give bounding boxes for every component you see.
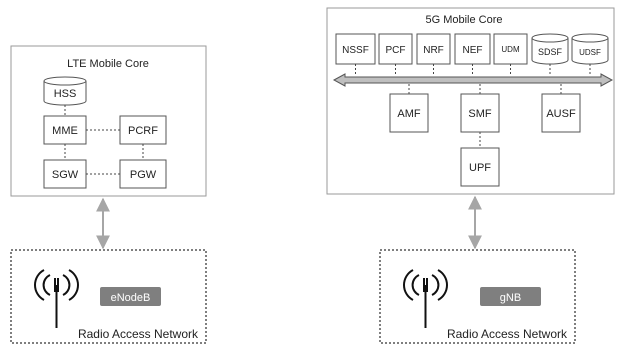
nssf-node: NSSF	[335, 33, 376, 65]
smf-node: SMF	[460, 93, 500, 133]
udsf-database: UDSF	[571, 33, 609, 65]
ausf-label: AUSF	[546, 108, 576, 120]
pcf-node: PCF	[378, 33, 413, 65]
sgw-label: SGW	[52, 169, 79, 181]
sgw-node: SGW	[43, 159, 87, 189]
nef-label: NEF	[463, 45, 483, 56]
sdsf-label: SDSF	[538, 47, 563, 57]
hss-label: HSS	[54, 88, 77, 100]
gnb-label: gNB	[500, 292, 521, 304]
lte-core-title: LTE Mobile Core	[67, 58, 149, 70]
ran-left-label: Radio Access Network	[78, 327, 199, 341]
ausf-node: AUSF	[541, 93, 581, 133]
udsf-label: UDSF	[579, 48, 601, 57]
enodeb-station: eNodeB	[100, 287, 161, 306]
lte-core-box: LTE Mobile Core	[10, 45, 207, 197]
antenna-icon	[403, 269, 448, 328]
pcf-label: PCF	[386, 45, 406, 56]
smf-label: SMF	[468, 108, 492, 120]
nrf-node: NRF	[416, 33, 451, 65]
amf-label: AMF	[397, 108, 421, 120]
service-bus-arrow	[332, 73, 614, 87]
pcrf-label: PCRF	[128, 125, 158, 137]
mme-node: MME	[43, 115, 87, 145]
pgw-node: PGW	[119, 159, 167, 189]
upf-label: UPF	[469, 162, 491, 174]
nef-node: NEF	[454, 33, 491, 65]
ran-right-label: Radio Access Network	[447, 327, 568, 341]
hss-database: HSS	[43, 76, 87, 106]
enodeb-label: eNodeB	[111, 292, 151, 304]
nssf-label: NSSF	[342, 45, 369, 56]
udm-node: UDM	[493, 33, 528, 65]
upf-node: UPF	[460, 147, 500, 187]
mme-label: MME	[52, 125, 78, 137]
pgw-label: PGW	[130, 169, 157, 181]
core5g-bus-connectors	[355, 64, 591, 148]
antenna-icon	[34, 269, 79, 328]
gnb-station: gNB	[480, 287, 541, 306]
pcrf-node: PCRF	[119, 115, 167, 145]
nrf-label: NRF	[423, 45, 444, 56]
ran-right-box: Radio Access Network	[379, 249, 576, 344]
core5g-title: 5G Mobile Core	[425, 14, 502, 26]
amf-node: AMF	[389, 93, 429, 133]
sdsf-database: SDSF	[531, 33, 569, 65]
lte-interfaces	[64, 129, 144, 175]
udm-label: UDM	[501, 45, 520, 54]
